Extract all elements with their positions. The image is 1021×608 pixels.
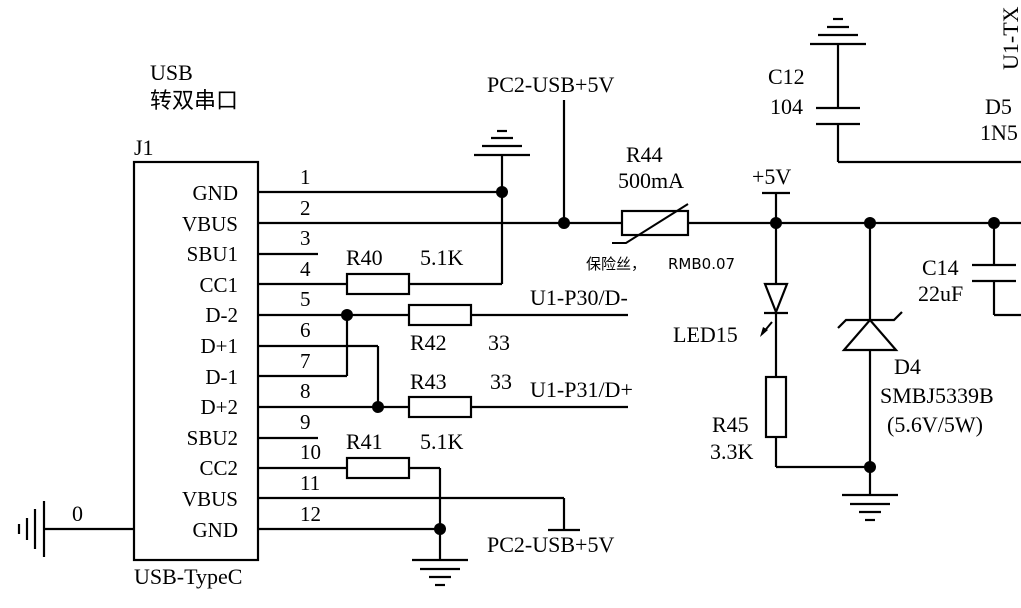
pin-name-7: D-1 xyxy=(205,365,238,389)
resistor-r45 xyxy=(764,375,788,439)
pin-num-4: 4 xyxy=(300,257,311,281)
d5-ref: D5 xyxy=(985,94,1012,119)
connector-body xyxy=(132,160,260,562)
ground-icon xyxy=(810,17,866,46)
r44-note-part: RMB0.07 xyxy=(668,255,735,273)
pin-name-1: GND xyxy=(193,181,239,205)
pin-num-6: 6 xyxy=(300,318,311,342)
r45-ref: R45 xyxy=(712,412,749,437)
r42-ref: R42 xyxy=(410,330,447,355)
resistor-r42 xyxy=(407,303,473,327)
net-u1-p31: U1-P31/D+ xyxy=(530,377,633,402)
pin-num-12: 12 xyxy=(300,502,321,526)
r43-value: 33 xyxy=(490,369,512,394)
c14-ref: C14 xyxy=(922,255,959,280)
junction-d4 xyxy=(864,217,876,229)
junction-gnd1 xyxy=(496,186,508,198)
pin-num-9: 9 xyxy=(300,410,311,434)
d5-part: 1N5 xyxy=(980,120,1018,145)
net-pc2-usb-top: PC2-USB+5V xyxy=(487,72,614,97)
pin-num-2: 2 xyxy=(300,196,311,220)
ground-icon xyxy=(842,493,898,522)
junction-dminus xyxy=(341,309,353,321)
r44-ref: R44 xyxy=(626,142,663,167)
net-u1-tx: U1-TX xyxy=(998,6,1021,70)
r41-value: 5.1K xyxy=(420,429,464,454)
r40-value: 5.1K xyxy=(420,245,464,270)
r40-ref: R40 xyxy=(346,245,383,270)
pin-stubs xyxy=(258,252,318,440)
c12-value: 104 xyxy=(770,94,803,119)
pin-name-11: VBUS xyxy=(182,487,238,511)
connector-ref: J1 xyxy=(134,135,154,160)
r41-ref: R41 xyxy=(346,429,383,454)
resistor-r40 xyxy=(345,272,411,296)
r44-value: 500mA xyxy=(618,168,684,193)
r43-ref: R43 xyxy=(410,369,447,394)
pin-num-5: 5 xyxy=(300,287,311,311)
pin-name-3: SBU1 xyxy=(187,242,238,266)
junction-pc2 xyxy=(558,217,570,229)
pin-name-9: SBU2 xyxy=(187,426,238,450)
connector-part: USB-TypeC xyxy=(134,564,242,589)
pin-name-8: D+2 xyxy=(200,395,238,419)
d4-part: SMBJ5339B xyxy=(880,383,994,408)
c14-value: 22uF xyxy=(918,281,963,306)
pin-num-3: 3 xyxy=(300,226,311,250)
junctions xyxy=(341,186,1000,535)
pin-num-8: 8 xyxy=(300,379,311,403)
r42-value: 33 xyxy=(488,330,510,355)
led15-ref: LED15 xyxy=(673,322,738,347)
shell-net-label: 0 xyxy=(72,501,83,526)
tvs-diode-icon xyxy=(837,311,903,352)
wires xyxy=(44,44,1021,560)
junction-5v xyxy=(770,217,782,229)
d4-ref: D4 xyxy=(894,354,921,379)
junction-gnd12 xyxy=(434,523,446,535)
net-u1-p30: U1-P30/D- xyxy=(530,285,628,310)
pin-num-1: 1 xyxy=(300,165,311,189)
capacitor-c12 xyxy=(816,106,860,126)
pin-name-2: VBUS xyxy=(182,212,238,236)
ptc-fuse-r44 xyxy=(612,203,690,244)
c12-ref: C12 xyxy=(768,64,805,89)
connector-title-line1: USB xyxy=(150,60,193,85)
junction-c14 xyxy=(988,217,1000,229)
pin-num-10: 10 xyxy=(300,440,321,464)
capacitor-c14 xyxy=(972,263,1016,283)
pin-num-7: 7 xyxy=(300,349,311,373)
pin-numbers: 1 2 3 4 5 6 7 8 9 10 11 12 xyxy=(300,165,321,526)
junction-led-gnd xyxy=(864,461,876,473)
resistor-r41 xyxy=(345,456,411,480)
pin-name-4: CC1 xyxy=(199,273,238,297)
r45-value: 3.3K xyxy=(710,439,754,464)
pin-names: GND VBUS SBU1 CC1 D-2 D+1 D-1 D+2 SBU2 C… xyxy=(182,181,238,542)
pin-name-12: GND xyxy=(193,518,239,542)
chassis-ground-icon xyxy=(17,501,46,557)
net-plus5v: +5V xyxy=(752,164,791,189)
resistor-r43 xyxy=(407,395,473,419)
d4-rating: (5.6V/5W) xyxy=(887,412,983,437)
r44-note-cn: 保险丝， xyxy=(586,255,646,273)
junction-dplus xyxy=(372,401,384,413)
net-pc2-usb-bottom: PC2-USB+5V xyxy=(487,532,614,557)
connector-title-line2: 转双串口 xyxy=(150,88,238,113)
led-icon xyxy=(760,282,789,337)
pin-num-11: 11 xyxy=(300,471,320,495)
pin-name-6: D+1 xyxy=(200,334,238,358)
pin-name-5: D-2 xyxy=(205,303,238,327)
pin-name-10: CC2 xyxy=(199,456,238,480)
ground-icon xyxy=(412,558,468,587)
ground-icon xyxy=(474,129,530,157)
